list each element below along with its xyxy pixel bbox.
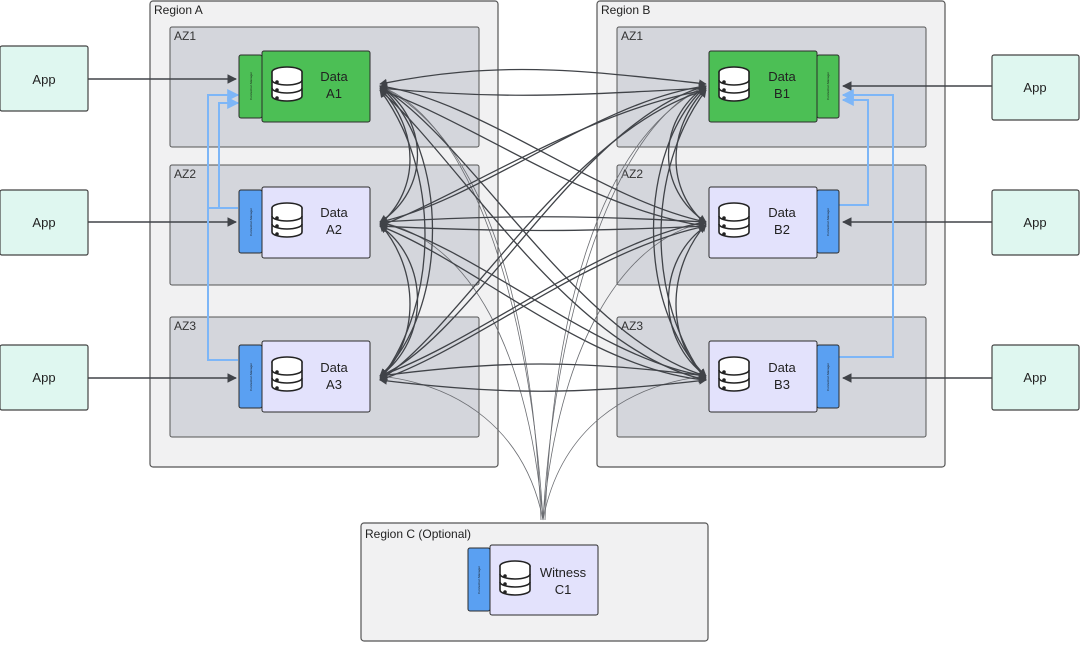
- connection-manager-b3-label: Connection Manager: [826, 363, 830, 391]
- data-node-a2-title: Data: [320, 205, 348, 220]
- az-a1-label: AZ1: [174, 29, 196, 43]
- database-icon: [271, 356, 303, 392]
- data-node-a1-title: Data: [320, 69, 348, 84]
- app-right-1[interactable]: App: [991, 54, 1080, 121]
- data-node-a1[interactable]: Connection Manager Data A1: [238, 50, 371, 123]
- app-right-2[interactable]: App: [991, 189, 1080, 256]
- region-b-label: Region B: [601, 3, 650, 17]
- connection-manager-b2-label: Connection Manager: [826, 208, 830, 236]
- az-a2-label: AZ2: [174, 167, 196, 181]
- app-left-3-label: App: [32, 370, 55, 385]
- data-node-b2[interactable]: Data B2 Connection Manager: [708, 186, 840, 259]
- witness-node-c1-id: C1: [555, 582, 572, 597]
- data-node-a2-id: A2: [326, 222, 342, 237]
- data-node-a3-id: A3: [326, 377, 342, 392]
- data-node-a1-id: A1: [326, 86, 342, 101]
- database-icon: [718, 202, 750, 238]
- app-links: [88, 74, 992, 383]
- app-right-1-label: App: [1023, 80, 1046, 95]
- replication-links: [379, 68, 707, 392]
- az-a3-label: AZ3: [174, 319, 196, 333]
- data-node-b1-id: B1: [774, 86, 790, 101]
- failover-links: [207, 89, 894, 361]
- connection-manager-a3-label: Connection Manager: [249, 363, 253, 391]
- app-left-3[interactable]: App: [0, 344, 89, 411]
- database-icon: [271, 202, 303, 238]
- connection-manager-a2-label: Connection Manager: [249, 208, 253, 236]
- witness-node-c1[interactable]: Connection Manager Witness C1: [467, 544, 599, 616]
- connection-manager-b2: [816, 189, 840, 254]
- connection-manager-b1: [816, 54, 840, 119]
- data-node-b2-title: Data: [768, 205, 796, 220]
- app-left-1-label: App: [32, 72, 55, 87]
- database-icon: [499, 560, 531, 596]
- data-node-b1[interactable]: Data B1 Connection Manager: [708, 50, 840, 123]
- az-b1-label: AZ1: [621, 29, 643, 43]
- database-icon: [718, 356, 750, 392]
- connection-manager-b1-label: Connection Manager: [826, 72, 830, 100]
- connection-manager-c1-label: Connection Manager: [477, 566, 481, 594]
- region-c-label: Region C (Optional): [365, 527, 471, 541]
- app-left-1[interactable]: App: [0, 45, 89, 112]
- data-node-b3-id: B3: [774, 377, 790, 392]
- data-node-b3[interactable]: Data B3 Connection Manager: [708, 340, 840, 413]
- data-node-b3-title: Data: [768, 360, 796, 375]
- witness-node-c1-title: Witness: [540, 565, 587, 580]
- connection-manager-b3: [816, 344, 840, 409]
- az-b2-label: AZ2: [621, 167, 643, 181]
- app-right-2-label: App: [1023, 215, 1046, 230]
- data-node-b1-title: Data: [768, 69, 796, 84]
- connection-manager-a1-label: Connection Manager: [249, 72, 253, 100]
- data-node-a2[interactable]: Connection Manager Data A2: [238, 186, 371, 259]
- app-right-3[interactable]: App: [991, 344, 1080, 411]
- app-right-3-label: App: [1023, 370, 1046, 385]
- app-left-2[interactable]: App: [0, 189, 89, 256]
- data-node-a3-title: Data: [320, 360, 348, 375]
- database-icon: [718, 66, 750, 102]
- data-node-b2-id: B2: [774, 222, 790, 237]
- app-left-2-label: App: [32, 215, 55, 230]
- region-a-label: Region A: [154, 3, 203, 17]
- database-icon: [271, 66, 303, 102]
- data-node-a3[interactable]: Connection Manager Data A3: [238, 340, 371, 413]
